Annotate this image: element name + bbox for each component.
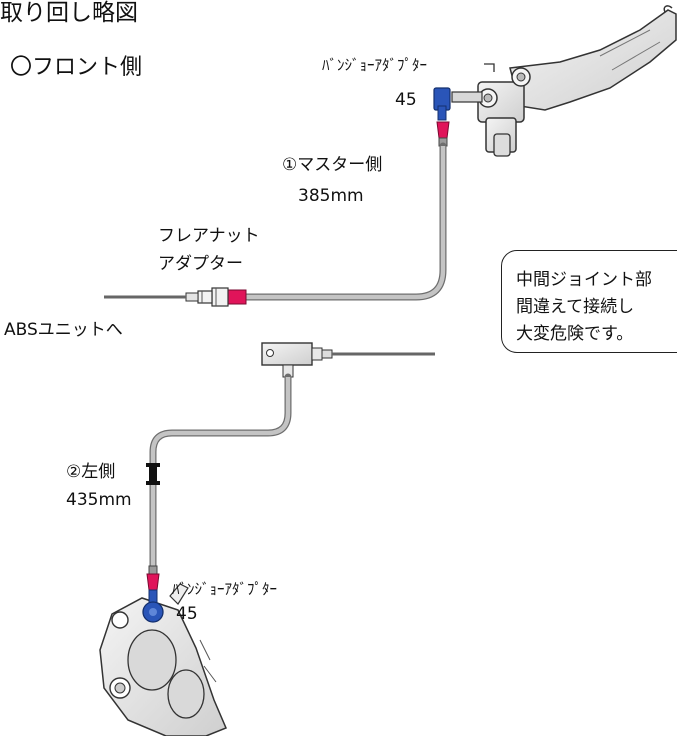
warning-callout: 中間ジョイント部 間違えて接続し 大変危険です。 [501, 250, 677, 353]
label-flare-nut-2: アダプター [158, 254, 243, 274]
label-master-side: ①マスター側 [282, 155, 383, 175]
label-abs-unit: ABSユニットへ [4, 320, 123, 340]
t-joint [261, 342, 333, 378]
section-heading: 〇フロント側 [10, 55, 143, 80]
banjo-adapter-bottom [142, 565, 164, 623]
hose-left-side [149, 373, 292, 570]
label-banjo-top-size: 45 [395, 90, 417, 110]
warning-line-1: 中間ジョイント部 [516, 270, 652, 290]
label-flare-nut-1: フレアナット [158, 226, 260, 246]
label-left-side: ②左側 [66, 462, 116, 482]
label-master-length: 385mm [298, 186, 364, 206]
banjo-adapter-top [433, 87, 451, 147]
warning-line-3: 大変危険です。 [516, 324, 634, 344]
page-title: 取り回し略図 [0, 0, 138, 26]
hose-clamp [146, 463, 160, 485]
label-left-length: 435mm [66, 490, 132, 510]
label-banjo-bottom-size: 45 [176, 604, 198, 624]
flare-nut-adapter [185, 287, 247, 307]
label-banjo-bottom: ﾊﾞﾝｼﾞｮｰｱﾀﾞﾌﾟﾀｰ [172, 580, 278, 598]
label-banjo-top: ﾊﾞﾝｼﾞｮｰｱﾀﾞﾌﾟﾀｰ [322, 56, 428, 74]
warning-line-2: 間違えて接続し [516, 297, 635, 317]
brake-caliper [99, 583, 227, 736]
master-cylinder-lever [451, 5, 677, 157]
